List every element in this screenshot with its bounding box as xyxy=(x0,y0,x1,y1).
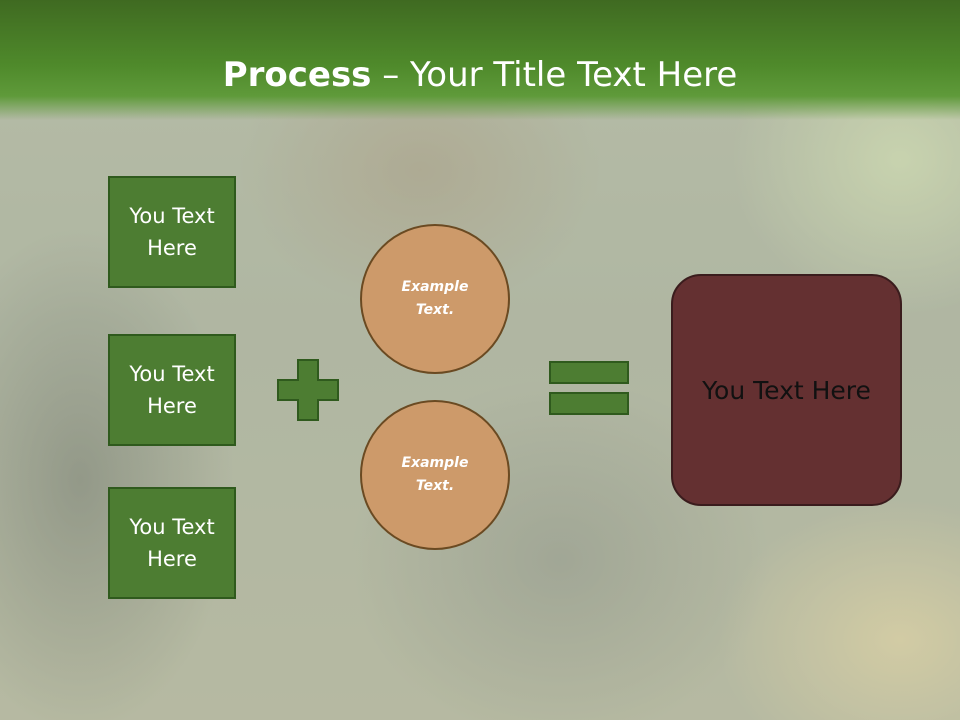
text-box-3: You Text Here xyxy=(108,487,236,599)
result-box: You Text Here xyxy=(671,274,902,506)
title-bar: Process – Your Title Text Here xyxy=(0,0,960,120)
slide-title: Process – Your Title Text Here xyxy=(0,50,960,100)
title-rest: – Your Title Text Here xyxy=(371,55,738,95)
plus-icon xyxy=(277,359,339,421)
example-circle-1: Example Text. xyxy=(360,224,510,374)
text-box-2: You Text Here xyxy=(108,334,236,446)
example-circle-2: Example Text. xyxy=(360,400,510,550)
text-box-1: You Text Here xyxy=(108,176,236,288)
equals-icon xyxy=(549,361,629,415)
title-bold: Process xyxy=(222,55,372,95)
